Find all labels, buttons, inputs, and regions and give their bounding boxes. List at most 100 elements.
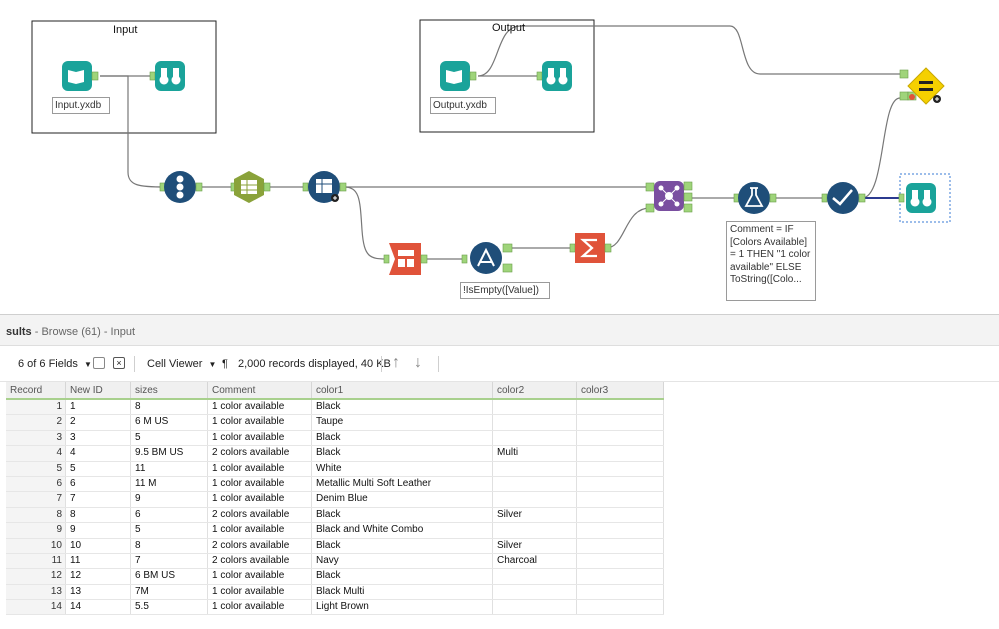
- workflow-canvas[interactable]: Input Output Input.yxdb Output.yxdb !IsE…: [0, 0, 999, 314]
- table-cell[interactable]: 7: [6, 492, 66, 507]
- table-cell[interactable]: Black: [312, 430, 493, 446]
- checkbox-icon[interactable]: [93, 357, 105, 369]
- table-cell[interactable]: 2 colors available: [208, 538, 312, 553]
- table-cell[interactable]: 3: [66, 430, 131, 446]
- fields-dropdown[interactable]: 6 of 6 Fields ▼: [18, 358, 92, 370]
- table-cell[interactable]: Taupe: [312, 415, 493, 430]
- table-cell[interactable]: 14: [66, 600, 131, 615]
- table-cell[interactable]: [577, 584, 664, 600]
- table-cell[interactable]: 9: [6, 523, 66, 538]
- table-cell[interactable]: 11: [6, 553, 66, 569]
- table-cell[interactable]: Light Brown: [312, 600, 493, 615]
- record-id-tool[interactable]: [159, 171, 203, 203]
- table-cell[interactable]: 14: [6, 600, 66, 615]
- table-cell[interactable]: Silver: [493, 507, 577, 523]
- table-cell[interactable]: [577, 430, 664, 446]
- select-tool[interactable]: [230, 171, 271, 203]
- table-cell[interactable]: 8: [6, 507, 66, 523]
- output-data-tool[interactable]: [440, 61, 477, 91]
- table-cell[interactable]: Silver: [493, 538, 577, 553]
- table-cell[interactable]: [577, 400, 664, 415]
- table-cell[interactable]: [577, 523, 664, 538]
- table-cell[interactable]: 1 color available: [208, 430, 312, 446]
- table-cell[interactable]: Navy: [312, 553, 493, 569]
- table-cell[interactable]: [577, 476, 664, 492]
- table-cell[interactable]: [493, 400, 577, 415]
- table-cell[interactable]: 7M: [131, 584, 208, 600]
- table-cell[interactable]: 6: [131, 507, 208, 523]
- table-cell[interactable]: Black: [312, 507, 493, 523]
- table-cell[interactable]: Multi: [493, 446, 577, 461]
- table-cell[interactable]: 13: [6, 584, 66, 600]
- table-cell[interactable]: White: [312, 461, 493, 476]
- table-cell[interactable]: 11 M: [131, 476, 208, 492]
- table-cell[interactable]: 1 color available: [208, 492, 312, 507]
- formula-tool[interactable]: [733, 182, 777, 214]
- table-cell[interactable]: 1 color available: [208, 523, 312, 538]
- table-cell[interactable]: 8: [66, 507, 131, 523]
- table-cell[interactable]: [577, 415, 664, 430]
- table-cell[interactable]: 4: [6, 446, 66, 461]
- table-cell[interactable]: [577, 569, 664, 584]
- browse-tool-selected[interactable]: [898, 173, 951, 223]
- table-cell[interactable]: Black: [312, 400, 493, 415]
- summarize-tool[interactable]: [569, 233, 612, 263]
- table-cell[interactable]: 2 colors available: [208, 553, 312, 569]
- table-cell[interactable]: [577, 461, 664, 476]
- table-cell[interactable]: 6 BM US: [131, 569, 208, 584]
- table-cell[interactable]: Black Multi: [312, 584, 493, 600]
- table-cell[interactable]: 3: [6, 430, 66, 446]
- table-cell[interactable]: [493, 476, 577, 492]
- column-header[interactable]: New ID: [66, 382, 131, 398]
- pilcrow-icon[interactable]: ¶: [222, 358, 228, 370]
- table-cell[interactable]: 12: [66, 569, 131, 584]
- table-cell[interactable]: 13: [66, 584, 131, 600]
- table-cell[interactable]: [493, 415, 577, 430]
- transpose-tool[interactable]: [302, 171, 347, 203]
- table-cell[interactable]: 1 color available: [208, 415, 312, 430]
- column-header[interactable]: color3: [577, 382, 664, 398]
- text-to-columns-tool[interactable]: [383, 243, 428, 275]
- input-data-tool[interactable]: [62, 61, 99, 91]
- table-cell[interactable]: Metallic Multi Soft Leather: [312, 476, 493, 492]
- table-cell[interactable]: 1 color available: [208, 400, 312, 415]
- output-container[interactable]: [419, 19, 595, 133]
- table-cell[interactable]: 12: [6, 569, 66, 584]
- table-cell[interactable]: [493, 492, 577, 507]
- table-cell[interactable]: 5: [131, 430, 208, 446]
- table-cell[interactable]: 10: [6, 538, 66, 553]
- table-cell[interactable]: 9: [66, 523, 131, 538]
- table-cell[interactable]: 6 M US: [131, 415, 208, 430]
- expect-equal-tool[interactable]: [899, 67, 945, 105]
- table-cell[interactable]: [493, 523, 577, 538]
- column-header[interactable]: Comment: [208, 382, 312, 398]
- table-cell[interactable]: [577, 492, 664, 507]
- table-cell[interactable]: [577, 553, 664, 569]
- join-tool[interactable]: [645, 181, 693, 213]
- column-header[interactable]: sizes: [131, 382, 208, 398]
- table-cell[interactable]: [577, 446, 664, 461]
- table-cell[interactable]: 2 colors available: [208, 446, 312, 461]
- table-cell[interactable]: Denim Blue: [312, 492, 493, 507]
- table-cell[interactable]: [493, 584, 577, 600]
- table-cell[interactable]: 5: [6, 461, 66, 476]
- table-cell[interactable]: 2: [6, 415, 66, 430]
- table-cell[interactable]: 1 color available: [208, 476, 312, 492]
- column-header[interactable]: color2: [493, 382, 577, 398]
- table-cell[interactable]: 6: [6, 476, 66, 492]
- table-cell[interactable]: Black: [312, 569, 493, 584]
- table-cell[interactable]: 2: [66, 415, 131, 430]
- cell-viewer-dropdown[interactable]: Cell Viewer ▼: [147, 358, 216, 370]
- browse-tool-output[interactable]: [536, 61, 572, 91]
- table-cell[interactable]: [577, 600, 664, 615]
